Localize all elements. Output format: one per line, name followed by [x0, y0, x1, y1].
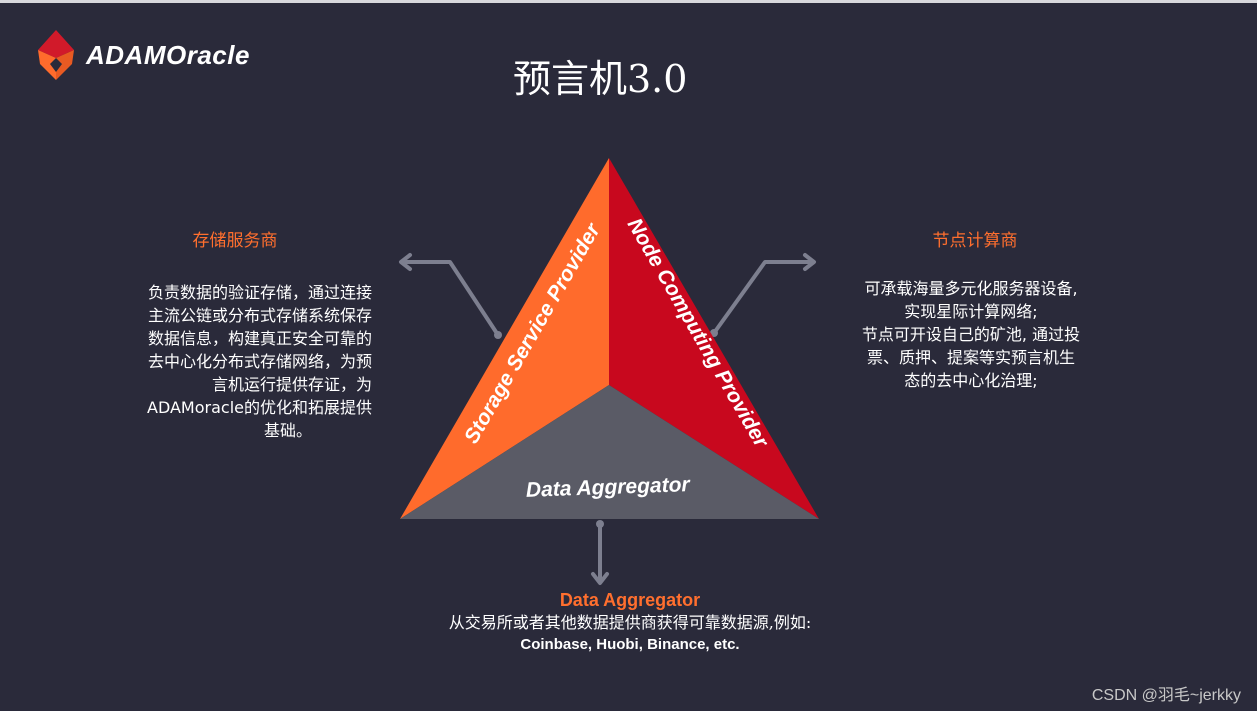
node-line: 态的去中心化治理;	[904, 371, 1038, 390]
page-title: 预言机3.0	[513, 57, 688, 101]
arrow-left-connector	[401, 260, 500, 337]
storage-description: 负责数据的验证存储，通过连接 主流公链或分布式存储系统保存 数据信息，构建真正安…	[96, 281, 372, 442]
storage-provider-segment	[400, 158, 609, 519]
arrow-right-head	[803, 253, 816, 271]
node-line: 节点可开设自己的矿池, 通过投	[861, 325, 1081, 344]
node-line: 票、质押、提案等实预言机生	[866, 348, 1075, 367]
watermark: CSDN @羽毛~jerkky	[1091, 687, 1241, 704]
node-description: 可承载海量多元化服务器设备, 实现星际计算网络; 节点可开设自己的矿池, 通过投…	[835, 277, 1107, 392]
aggregator-description: 从交易所或者其他数据提供商获得可靠数据源,例如:	[448, 613, 812, 632]
storage-line: 言机运行提供存证，为	[211, 375, 372, 394]
arrow-left-head	[399, 253, 412, 271]
adamoracle-logo-icon	[38, 30, 74, 80]
data-aggregator-segment	[400, 385, 819, 519]
storage-line: 基础。	[263, 421, 312, 440]
storage-heading: 存储服务商	[192, 231, 278, 251]
storage-line: 主流公链或分布式存储系统保存	[147, 306, 372, 325]
storage-line: ADAMoracle的优化和拓展提供	[147, 398, 372, 417]
storage-line: 负责数据的验证存储，通过连接	[147, 283, 372, 302]
node-provider-segment	[609, 158, 819, 519]
storage-line: 去中心化分布式存储网络，为预	[147, 352, 372, 371]
aggregator-section: Data Aggregator 从交易所或者其他数据提供商获得可靠数据源,例如:…	[380, 589, 880, 655]
node-line: 实现星际计算网络;	[904, 302, 1038, 321]
arrow-right-connector	[712, 260, 814, 335]
brand-name: ADAMOracle	[86, 40, 250, 70]
aggregator-examples: Coinbase, Huobi, Binance, etc.	[520, 636, 740, 653]
brand-logo: ADAMOracle	[34, 28, 294, 84]
arrow-down-head	[591, 572, 609, 585]
aggregator-heading: Data Aggregator	[559, 590, 701, 610]
top-border-line	[0, 0, 1257, 3]
storage-line: 数据信息，构建真正安全可靠的	[147, 329, 372, 348]
node-line: 可承载海量多元化服务器设备,	[864, 279, 1078, 298]
node-heading: 节点计算商	[932, 231, 1018, 251]
